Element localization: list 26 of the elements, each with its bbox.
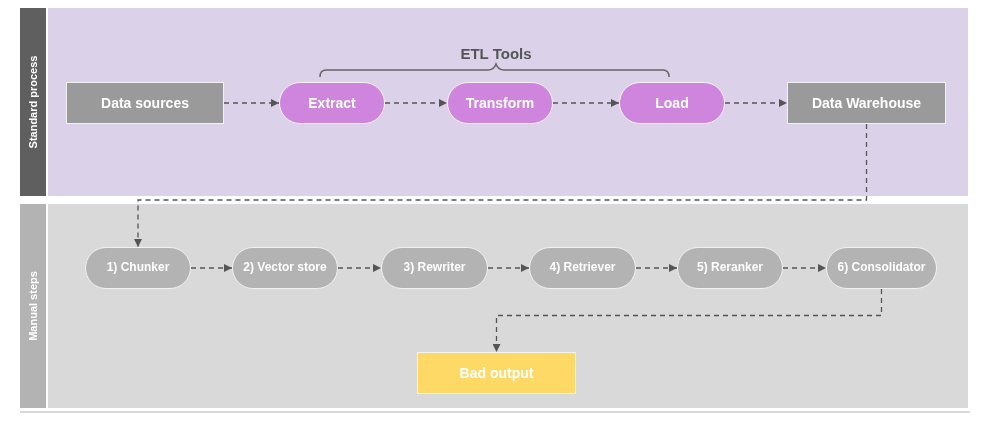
arrow <box>552 99 620 107</box>
process-box: Data sources <box>66 82 224 124</box>
process-pill: Transform <box>447 82 553 124</box>
arrow <box>134 123 868 248</box>
process-pill: 5) Reranker <box>677 247 783 289</box>
arrow <box>635 264 678 272</box>
arrow <box>337 264 382 272</box>
process-pill: 3) Rewriter <box>381 247 488 289</box>
lane-title: Standard process <box>27 55 39 149</box>
arrow <box>782 264 827 272</box>
process-box: Data Warehouse <box>787 82 946 124</box>
lane-title: Manual steps <box>27 271 39 341</box>
process-pill: 4) Retriever <box>529 247 636 289</box>
process-pill: 1) Chunker <box>85 247 191 289</box>
process-box: Bad output <box>417 352 576 394</box>
arrow <box>190 264 233 272</box>
arrow <box>492 288 883 353</box>
arrow <box>223 99 280 107</box>
process-pill: 6) Consolidator <box>826 247 937 289</box>
group-label: ETL Tools <box>459 45 533 62</box>
arrow <box>724 99 788 107</box>
arrow <box>487 264 530 272</box>
process-pill: Extract <box>279 82 385 124</box>
arrow <box>384 99 448 107</box>
process-pill: Load <box>619 82 725 124</box>
process-pill: 2) Vector store <box>232 247 338 289</box>
